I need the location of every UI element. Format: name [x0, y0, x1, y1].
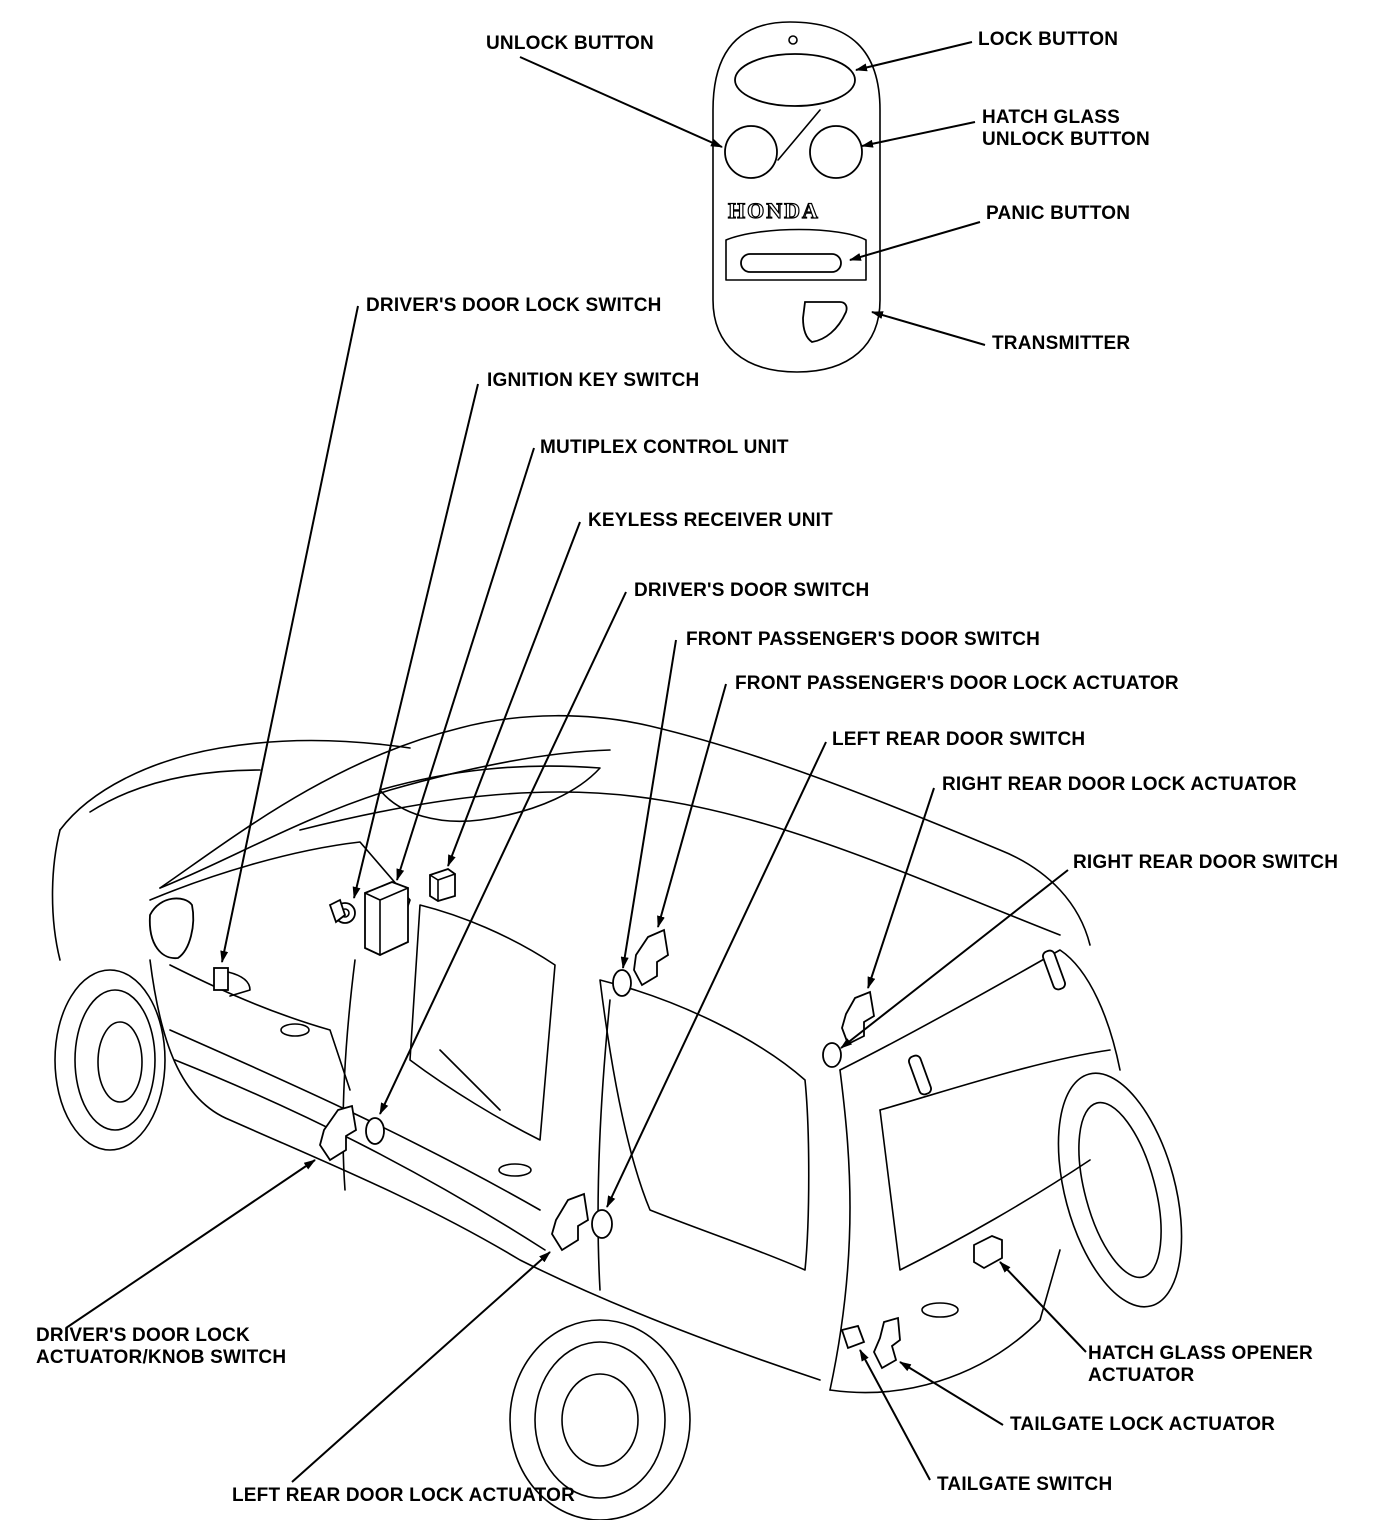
label-left-rear-door-switch: LEFT REAR DOOR SWITCH [832, 729, 1086, 750]
label-left-rear-door-lock-actuator: LEFT REAR DOOR LOCK ACTUATOR [232, 1485, 576, 1506]
label-hatch-glass-opener-actuator: HATCH GLASS OPENER ACTUATOR [1088, 1343, 1313, 1386]
label-drivers-door-lock-switch: DRIVER'S DOOR LOCK SWITCH [366, 295, 662, 316]
label-ignition-key-switch: IGNITION KEY SWITCH [487, 370, 700, 391]
label-hatch-glass-unlock-button: HATCH GLASS UNLOCK BUTTON [982, 107, 1150, 150]
transmitter-illustration: HONDA [712, 21, 881, 373]
label-front-passengers-door-lock-actuator: FRONT PASSENGER'S DOOR LOCK ACTUATOR [735, 673, 1179, 694]
label-unlock-button: UNLOCK BUTTON [486, 33, 654, 54]
hatch-glass-unlock-button-shape [809, 125, 863, 179]
label-tailgate-lock-actuator: TAILGATE LOCK ACTUATOR [1010, 1414, 1276, 1435]
vehicle-illustration [51, 714, 1183, 1520]
leader-lines [65, 41, 1087, 1483]
label-tailgate-switch: TAILGATE SWITCH [937, 1474, 1113, 1495]
label-right-rear-door-switch: RIGHT REAR DOOR SWITCH [1073, 852, 1339, 873]
label-lock-button: LOCK BUTTON [978, 29, 1119, 50]
lock-button-shape [734, 53, 856, 107]
label-drivers-door-lock-actuator-knob-switch: DRIVER'S DOOR LOCK ACTUATOR/KNOB SWITCH [36, 1325, 287, 1368]
components [213, 868, 1003, 1370]
label-panic-button: PANIC BUTTON [986, 203, 1131, 224]
label-front-passengers-door-switch: FRONT PASSENGER'S DOOR SWITCH [686, 629, 1041, 650]
label-keyless-receiver-unit: KEYLESS RECEIVER UNIT [588, 510, 833, 531]
panic-button-shape [740, 253, 842, 273]
label-multiplex-control-unit: MUTIPLEX CONTROL UNIT [540, 437, 789, 458]
unlock-button-shape [724, 125, 778, 179]
label-transmitter: TRANSMITTER [992, 333, 1131, 354]
label-right-rear-door-lock-actuator: RIGHT REAR DOOR LOCK ACTUATOR [942, 774, 1297, 795]
honda-logo: HONDA [728, 198, 820, 223]
label-drivers-door-switch: DRIVER'S DOOR SWITCH [634, 580, 870, 601]
